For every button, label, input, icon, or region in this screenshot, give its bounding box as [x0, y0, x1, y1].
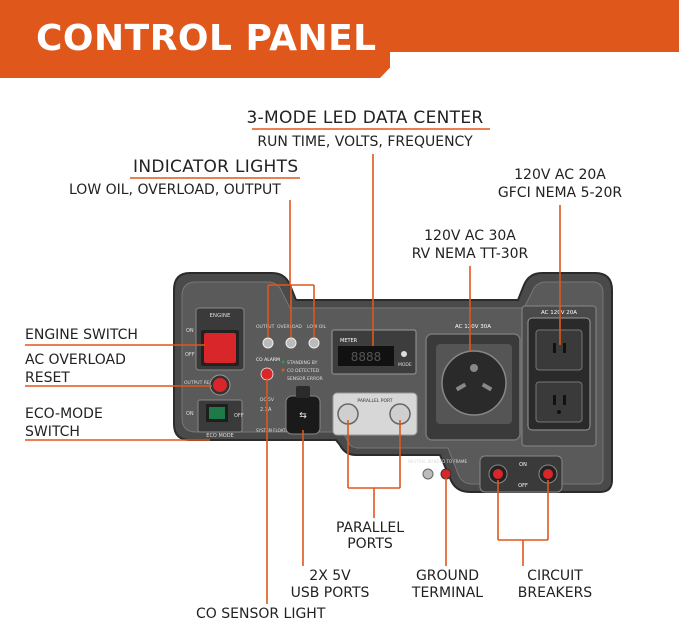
co-detected-text: CO DETECTED — [287, 368, 320, 374]
meter-value: 8888 — [351, 350, 382, 364]
circuit-breakers-line2: BREAKERS — [517, 585, 593, 601]
mode-button — [401, 351, 407, 357]
co-sensor-label: CO SENSOR LIGHT — [196, 606, 326, 622]
eco-mode-line1: ECO-MODE — [25, 406, 103, 422]
banner — [0, 0, 679, 78]
banner-title: CONTROL PANEL — [36, 18, 377, 59]
led-center-title: 3-MODE LED DATA CENTER — [246, 108, 484, 128]
standing-by-text: STANDING BY — [287, 360, 318, 366]
usb-ports-line1: 2X 5V — [309, 568, 351, 584]
system-floating-text: SYSTEM FLOATING — [256, 428, 293, 433]
tt30r-outlet — [441, 350, 507, 416]
gfci-line1: 120V AC 20A — [514, 167, 606, 183]
banner-background — [0, 0, 679, 78]
co-alarm-text: CO ALARM — [256, 357, 280, 363]
parallel-ports-line2: PORTS — [347, 536, 393, 552]
ac-overload-line1: AC OVERLOAD — [25, 352, 126, 368]
neutral-text: NEUTRAL BONDED TO FRAME — [408, 459, 467, 464]
led-meter-display — [338, 346, 394, 366]
amps-text: 2.1A — [260, 407, 272, 413]
output-reset-text: OUTPUT RESET — [184, 380, 218, 386]
gfci-line2: GFCI NEMA 5-20R — [497, 185, 623, 201]
ac-30a-text: AC 120V 30A — [455, 324, 491, 330]
engine-rocker-switch — [204, 333, 236, 363]
overload-indicator-light — [285, 337, 297, 349]
engine-off-text: OFF — [185, 352, 195, 358]
indicator-lights-subtitle: LOW OIL, OVERLOAD, OUTPUT — [69, 182, 281, 198]
ac-20a-text: AC 120V 20A — [541, 310, 577, 316]
ground-terminal — [440, 468, 452, 480]
eco-mode-line2: SWITCH — [25, 424, 80, 440]
usb-ports-line2: USB PORTS — [290, 585, 370, 601]
circuit-breaker-right — [543, 469, 553, 479]
ground-terminal-line1: GROUND — [415, 568, 480, 584]
circuit-breaker-left — [493, 469, 503, 479]
breaker-off-text: OFF — [518, 483, 528, 489]
sensor-error-text: SENSOR ERROR — [287, 376, 323, 382]
low-oil-text: LOW OIL — [307, 324, 327, 330]
eco-mode-text: ECO MODE — [206, 433, 233, 439]
rv-line1: 120V AC 30A — [424, 228, 516, 244]
eco-off-text: OFF — [234, 413, 244, 419]
output-reset-button — [213, 378, 227, 392]
usb-icon: ⇆ — [299, 411, 307, 421]
output-indicator-light — [262, 337, 274, 349]
eco-on-text: ON — [186, 411, 194, 417]
circuit-breakers-line1: CIRCUIT — [527, 568, 583, 584]
breaker-on-text: ON — [519, 462, 527, 468]
parallel-port-text: PARALLEL PORT — [357, 398, 392, 404]
overload-text: OVERLOAD — [277, 324, 302, 330]
meter-text: METER — [340, 338, 358, 344]
engine-switch-label: ENGINE SWITCH — [25, 327, 138, 343]
parallel-ports-line1: PARALLEL — [335, 520, 405, 536]
ac-overload-line2: RESET — [25, 370, 70, 386]
mode-text: MODE — [398, 362, 412, 368]
led-center-subtitle: RUN TIME, VOLTS, FREQUENCY — [257, 134, 473, 150]
indicator-lights-title: INDICATOR LIGHTS — [133, 157, 299, 177]
eco-mode-switch — [209, 407, 225, 419]
callout-leader-lines — [25, 154, 561, 604]
output-text: OUTPUT — [256, 324, 275, 330]
low-oil-indicator-light — [308, 337, 320, 349]
engine-text: ENGINE — [209, 313, 231, 319]
ground-terminal-line2: TERMINAL — [411, 585, 484, 601]
rv-line2: RV NEMA TT-30R — [411, 246, 529, 262]
engine-on-text: ON — [186, 328, 194, 334]
